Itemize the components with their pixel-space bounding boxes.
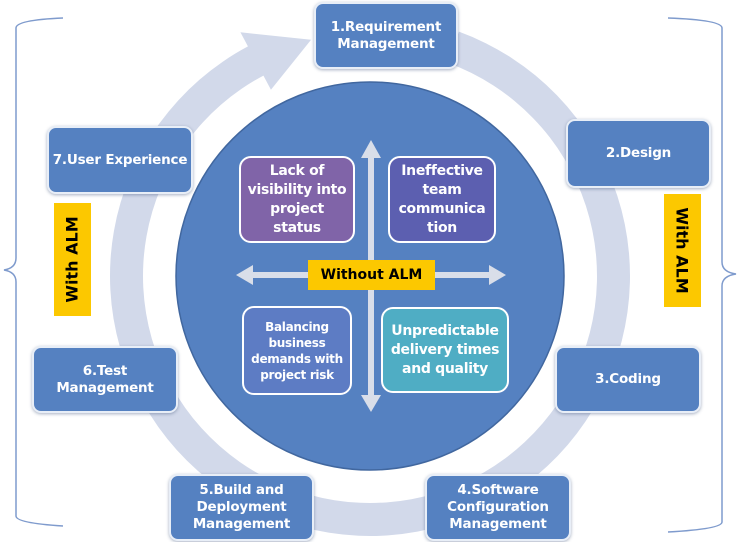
phase-test-management: 6.Test Management <box>32 346 178 413</box>
with-alm-label-left: With ALM <box>54 203 91 316</box>
left-bracket <box>3 17 64 527</box>
right-bracket <box>667 17 737 533</box>
arrow-right-icon <box>489 265 506 285</box>
phase-build-deployment-management: 5.Build and Deployment Management <box>169 474 314 541</box>
issue-ineffective-communication: Ineffective team communica tion <box>388 156 496 243</box>
phase-software-configuration-management: 4.Software Configuration Management <box>425 474 571 541</box>
issue-lack-of-visibility: Lack of visibility into project status <box>239 156 355 243</box>
without-alm-label: Without ALM <box>308 260 435 290</box>
phase-design: 2.Design <box>566 119 711 188</box>
phase-coding: 3.Coding <box>555 346 701 413</box>
arrow-down-icon <box>361 395 381 412</box>
with-alm-label-right: With ALM <box>664 194 701 307</box>
phase-user-experience: 7.User Experience <box>47 126 193 194</box>
issue-unpredictable-delivery: Unpredictable delivery times and quality <box>381 307 509 393</box>
with-alm-text: With ALM <box>63 216 82 303</box>
phase-requirement-management: 1.Requirement Management <box>314 2 458 69</box>
arrow-left-icon <box>236 265 253 285</box>
issue-balancing-business-demands: Balancing business demands with project … <box>242 306 352 395</box>
with-alm-text: With ALM <box>673 207 692 294</box>
arrow-up-icon <box>361 140 381 158</box>
